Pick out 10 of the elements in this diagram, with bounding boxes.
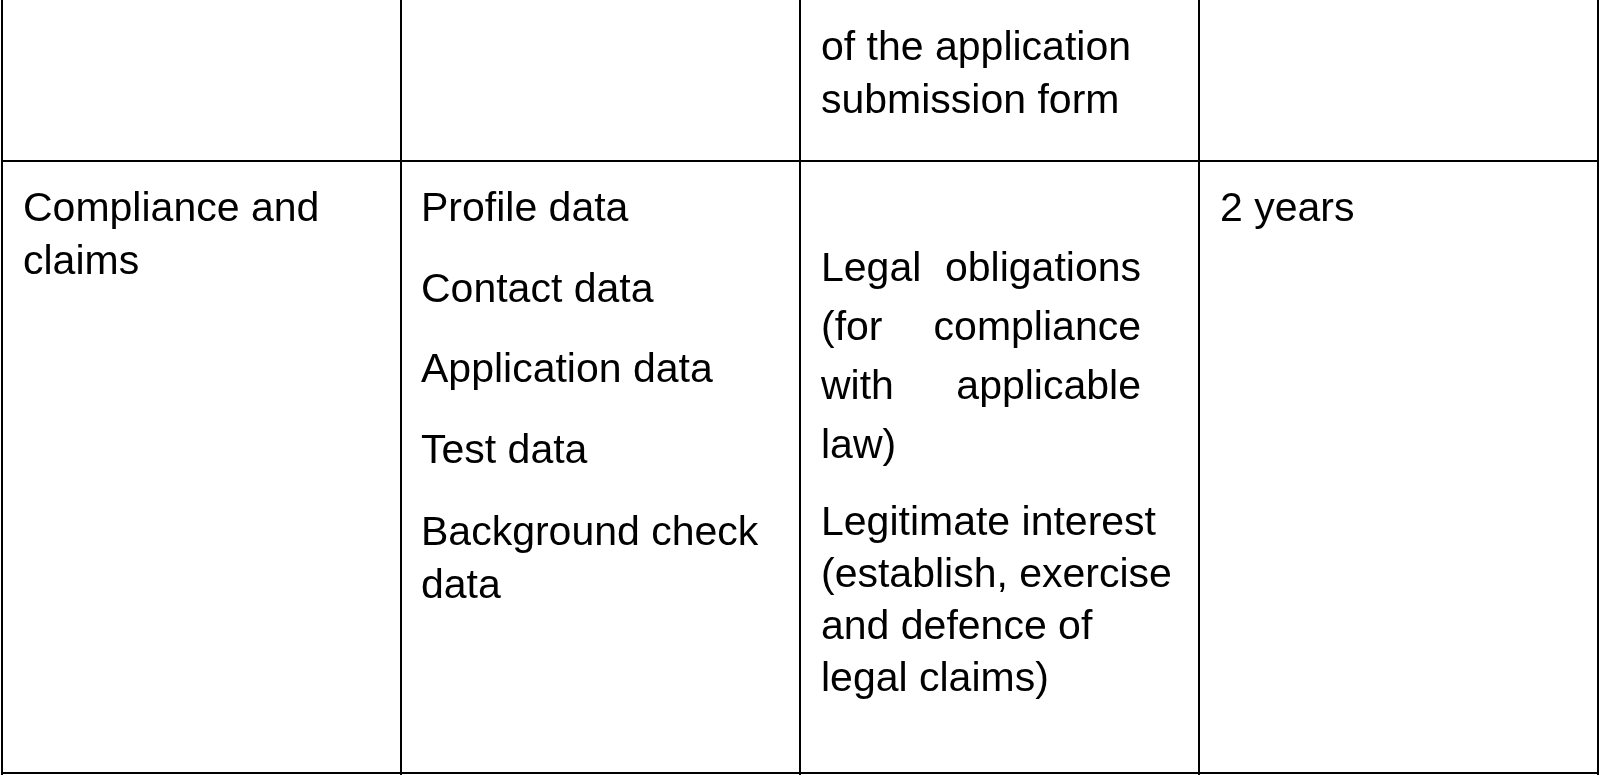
table-cell-text: Application data — [421, 343, 714, 393]
table-cell-text: Legitimate interest (establish, exercise and defence of legal claims) — [821, 497, 1173, 702]
table-cell-text: Profile data — [421, 182, 630, 232]
table-cell-text: Legal obligations (for compliance with applicable law) — [821, 242, 1141, 469]
table-cell-text: Compliance and claims — [23, 182, 321, 285]
table-cell-text: of the application submission form — [821, 21, 1132, 124]
table-cell-text: Contact data — [421, 263, 655, 313]
table-cell-text: Test data — [421, 424, 589, 474]
table-cell-text: 2 years — [1220, 182, 1356, 232]
table-cell-text: Background check data — [421, 506, 760, 609]
